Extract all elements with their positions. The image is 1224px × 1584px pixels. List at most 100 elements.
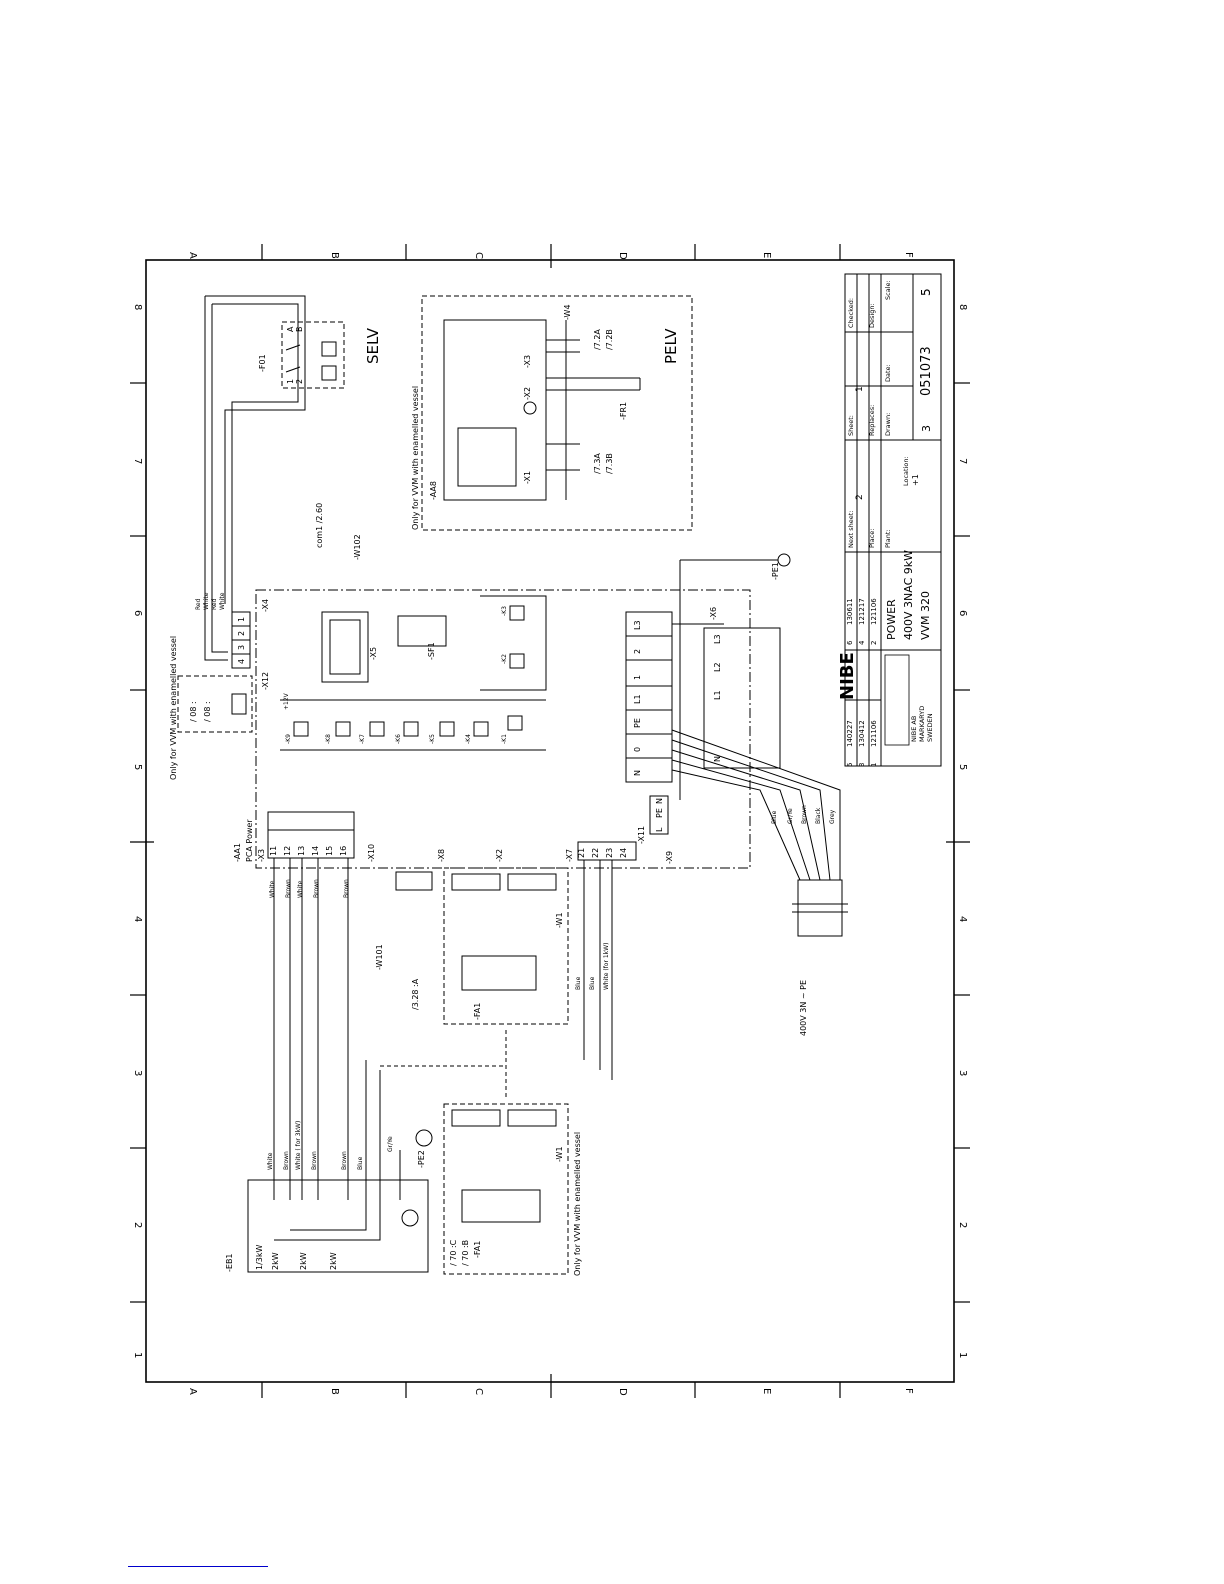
svg-text:NIBE AB: NIBE AB [910,716,918,742]
svg-text:-X1: -X1 [523,471,532,484]
svg-text:-W101: -W101 [375,944,384,970]
svg-text:1: 1 [286,379,295,384]
svg-text:L3: L3 [633,620,642,630]
svg-text:White ( for 3kW): White ( for 3kW) [295,1121,302,1170]
svg-text:1: 1 [237,617,246,622]
svg-text:14: 14 [311,846,320,856]
svg-text:Brown: Brown [283,1151,290,1170]
svg-text:-X9: -X9 [665,851,674,864]
svg-text:-K1: -K1 [501,734,508,744]
svg-text:Blue: Blue [357,1156,364,1170]
svg-text:-K2: -K2 [501,654,508,664]
svg-text:21: 21 [577,848,586,858]
svg-text:Location:: Location: [902,456,910,486]
svg-text:11: 11 [269,846,278,856]
svg-text:-FR1: -FR1 [619,402,628,420]
svg-text:-W102: -W102 [353,534,362,560]
svg-text:-FA1: -FA1 [473,1241,482,1258]
svg-text:4: 4 [858,640,866,645]
zone-letter: F [903,1388,914,1394]
svg-text:/ 70 :B: / 70 :B [461,1240,470,1266]
svg-text:0: 0 [633,747,642,752]
svg-text:Brown: Brown [801,805,808,824]
svg-text:/ 70 :C: / 70 :C [449,1239,458,1266]
svg-text:/7.3B: /7.3B [605,453,614,474]
svg-text:Only for VVM with enamelled ve: Only for VVM with enamelled vessel [411,386,420,530]
svg-text:1: 1 [132,1352,143,1358]
svg-text:12: 12 [283,846,292,856]
svg-text:-X2: -X2 [495,849,504,862]
svg-text:2: 2 [633,649,642,654]
svg-text:3: 3 [132,1070,143,1076]
svg-text:Brown: Brown [341,1151,348,1170]
svg-text:24: 24 [619,848,628,858]
svg-text:-K8: -K8 [325,734,332,744]
selv-block [204,295,345,661]
svg-text:B: B [295,327,304,333]
svg-text:Scale:: Scale: [884,280,892,300]
svg-text:1: 1 [633,675,642,680]
x12-block [177,675,253,733]
svg-text:3: 3 [858,763,866,767]
svg-text:-K5: -K5 [429,734,436,744]
svg-text:-W1: -W1 [555,912,564,928]
svg-text:3: 3 [920,425,933,432]
svg-text:White (for 1kW): White (for 1kW) [603,943,610,990]
svg-text:-X2: -X2 [523,387,532,400]
svg-text:/7.2B: /7.2B [605,329,614,350]
svg-text:051073: 051073 [919,346,934,396]
svg-text:L1: L1 [633,694,642,704]
zone-letter: C [473,252,484,259]
svg-text:400V 3NAC 9kW: 400V 3NAC 9kW [902,550,915,640]
svg-text:7: 7 [957,458,968,464]
svg-text:-FA1: -FA1 [473,1003,482,1020]
svg-text:/ 08 :: / 08 : [189,701,198,722]
svg-text:Brown: Brown [343,879,350,898]
svg-text:PE: PE [655,808,664,818]
svg-text:Brown: Brown [311,1151,318,1170]
zone-letter: E [761,1388,772,1394]
svg-text:+12V: +12V [283,692,290,710]
svg-text:-X3: -X3 [523,355,532,368]
svg-text:-X7: -X7 [565,849,574,862]
pelv-block [421,295,693,531]
svg-text:com1 /2.60: com1 /2.60 [315,503,324,548]
logo-text: NIBE [837,652,858,700]
svg-text:VVM 320: VVM 320 [919,591,932,640]
svg-text:23: 23 [605,848,614,858]
svg-text:PCA Power: PCA Power [245,819,254,862]
svg-text:-X3: -X3 [257,849,266,862]
svg-text:121106: 121106 [870,598,878,625]
svg-text:5: 5 [957,764,968,770]
svg-text:White: White [269,880,276,898]
svg-text:-X10: -X10 [367,844,376,862]
svg-text:5: 5 [919,288,933,296]
svg-text:A: A [286,326,295,332]
svg-text:/7.2A: /7.2A [593,329,602,350]
svg-text:-X5: -X5 [369,647,378,660]
pca-board [231,589,781,869]
nibe-logo: NIBE NIBE AB MARKARYD SWEDEN [837,652,934,746]
svg-text:Blue: Blue [771,810,778,824]
pelv-label: PELV [662,328,680,364]
svg-text:4: 4 [957,916,968,922]
svg-text:-W4: -W4 [563,304,572,320]
svg-text:-X12: -X12 [261,672,270,690]
svg-text:-K4: -K4 [465,734,472,744]
svg-text:Red: Red [211,598,218,610]
svg-text:White: White [219,592,226,610]
svg-text:1: 1 [870,763,878,767]
svg-text:-PE2: -PE2 [417,1150,426,1168]
svg-text:121106: 121106 [870,720,878,747]
svg-text:-K7: -K7 [359,734,366,744]
zone-letter: A [187,252,198,259]
sheet-frame [145,259,955,1383]
svg-text:2: 2 [870,641,878,645]
selv-labels: -F01 1 A 2 B SELV [258,326,382,384]
svg-text:L2: L2 [713,662,722,672]
svg-text:-SF1: -SF1 [427,642,436,660]
svg-text:-AA1: -AA1 [233,843,242,862]
svg-text:121217: 121217 [858,598,866,625]
svg-text:Design:: Design: [868,303,876,328]
